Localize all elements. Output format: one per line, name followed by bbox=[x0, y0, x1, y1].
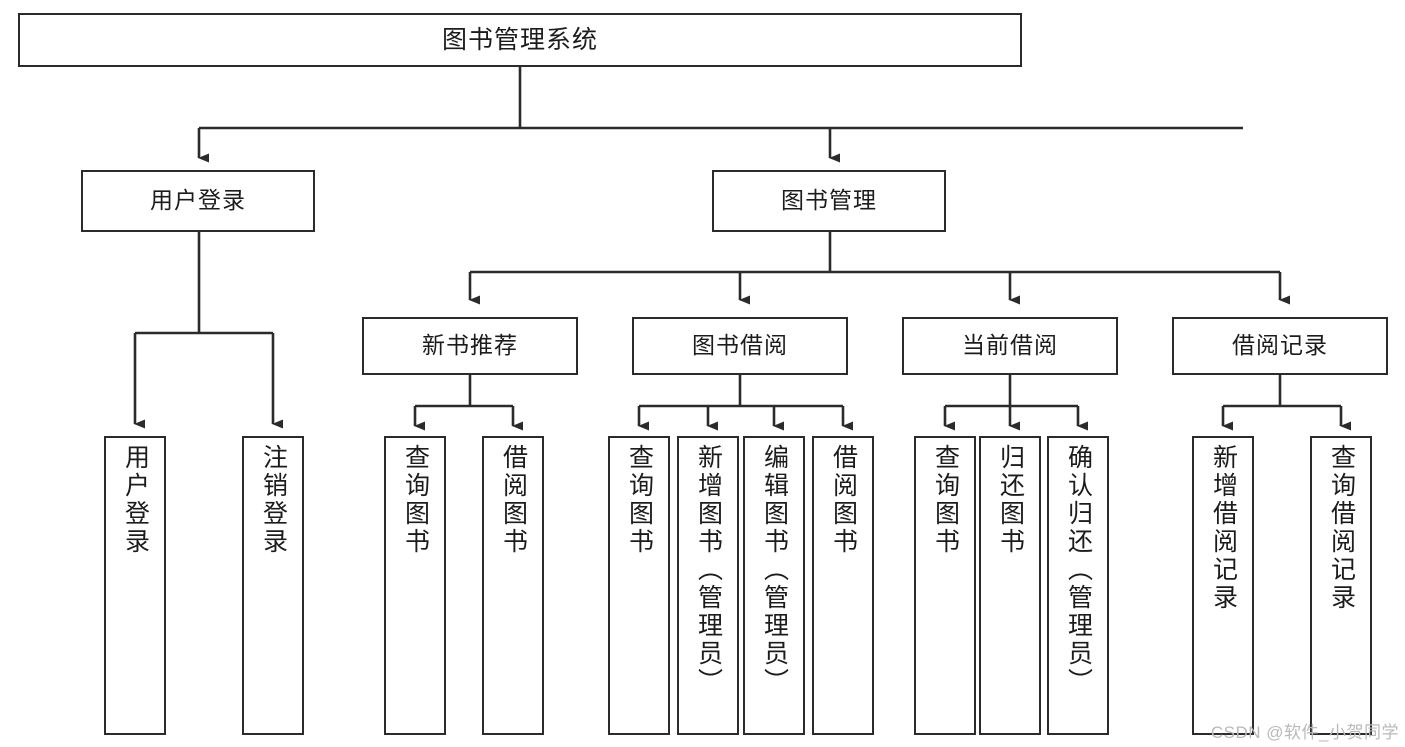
leaf-user-login-logout[interactable]: 注销登录 bbox=[242, 436, 304, 735]
node-label: 新增图书（管理员） bbox=[694, 444, 723, 696]
node-label: 查询图书 bbox=[625, 444, 654, 556]
node-label: 图书管理系统 bbox=[441, 26, 598, 54]
node-label: 借阅图书 bbox=[829, 444, 858, 556]
node-label: 确认归还（管理员） bbox=[1064, 444, 1093, 696]
node-label: 查询图书 bbox=[931, 444, 960, 556]
leaf-book-borrow-query-books[interactable]: 查询图书 bbox=[608, 436, 670, 735]
node-root-book-management-system[interactable]: 图书管理系统 bbox=[18, 13, 1022, 67]
node-label: 借阅图书 bbox=[499, 444, 528, 556]
node-borrowing-records[interactable]: 借阅记录 bbox=[1172, 317, 1388, 375]
leaf-book-borrow-add-book-admin[interactable]: 新增图书（管理员） bbox=[677, 436, 739, 735]
leaf-book-borrow-edit-book-admin[interactable]: 编辑图书（管理员） bbox=[743, 436, 805, 735]
leaf-current-borrow-confirm-return-admin[interactable]: 确认归还（管理员） bbox=[1047, 436, 1109, 735]
node-new-book-recommendation[interactable]: 新书推荐 bbox=[362, 317, 578, 375]
node-label: 编辑图书（管理员） bbox=[760, 444, 789, 696]
node-user-login[interactable]: 用户登录 bbox=[81, 170, 315, 232]
node-label: 查询图书 bbox=[401, 444, 430, 556]
node-book-borrowing[interactable]: 图书借阅 bbox=[632, 317, 848, 375]
node-label: 新书推荐 bbox=[422, 332, 518, 359]
leaf-new-book-query-books[interactable]: 查询图书 bbox=[384, 436, 446, 735]
node-label: 图书借阅 bbox=[692, 332, 788, 359]
csdn-watermark: CSDN @软件_小贺同学 bbox=[1210, 723, 1399, 742]
node-book-management[interactable]: 图书管理 bbox=[712, 170, 946, 232]
node-label: 新增借阅记录 bbox=[1209, 444, 1238, 612]
node-label: 借阅记录 bbox=[1232, 332, 1328, 359]
leaf-current-borrow-return-books[interactable]: 归还图书 bbox=[979, 436, 1041, 735]
leaf-new-book-borrow-books[interactable]: 借阅图书 bbox=[482, 436, 544, 735]
leaf-book-borrow-borrow-books[interactable]: 借阅图书 bbox=[812, 436, 874, 735]
leaf-current-borrow-query-books[interactable]: 查询图书 bbox=[914, 436, 976, 735]
node-label: 归还图书 bbox=[996, 444, 1025, 556]
node-current-borrowing[interactable]: 当前借阅 bbox=[902, 317, 1118, 375]
node-label: 用户登录 bbox=[150, 187, 246, 214]
leaf-borrow-records-query-record[interactable]: 查询借阅记录 bbox=[1310, 436, 1372, 735]
leaf-borrow-records-add-record[interactable]: 新增借阅记录 bbox=[1192, 436, 1254, 735]
leaf-user-login-login[interactable]: 用户登录 bbox=[104, 436, 166, 735]
node-label: 查询借阅记录 bbox=[1327, 444, 1356, 612]
node-label: 图书管理 bbox=[781, 187, 877, 214]
node-label: 当前借阅 bbox=[962, 332, 1058, 359]
node-label: 用户登录 bbox=[121, 444, 150, 556]
node-label: 注销登录 bbox=[259, 444, 288, 556]
